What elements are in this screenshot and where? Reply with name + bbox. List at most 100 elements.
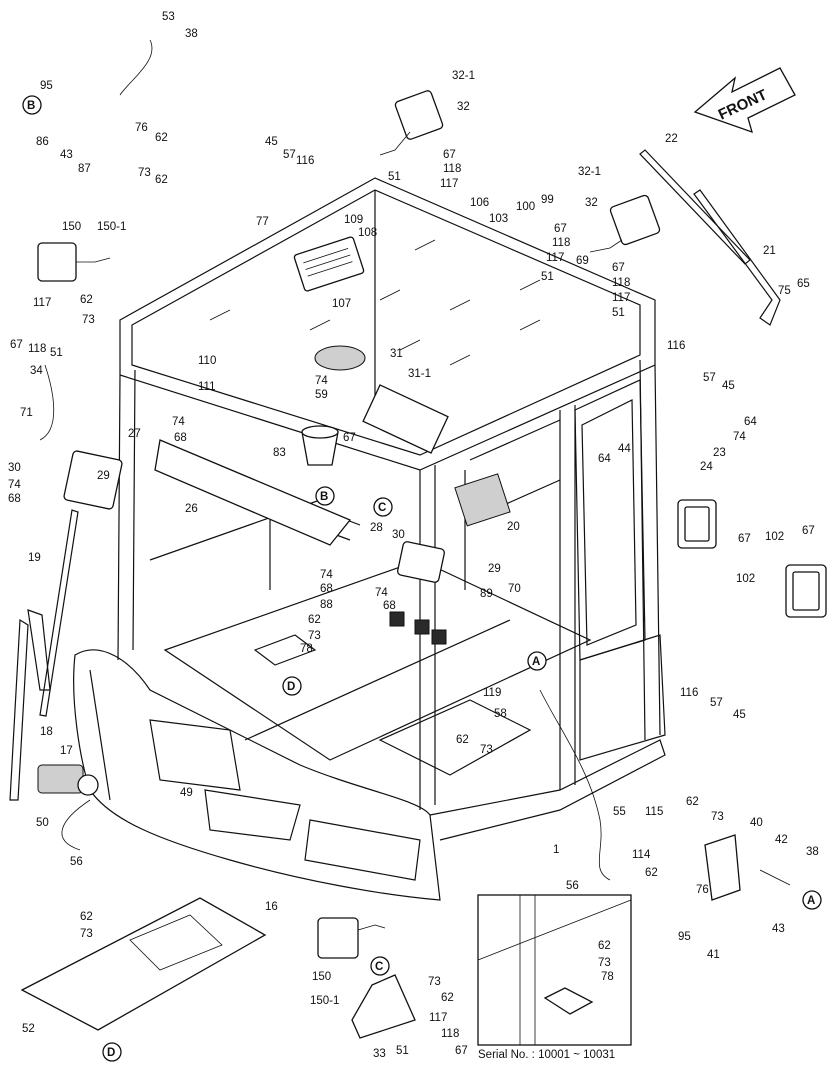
floor-mat-52 bbox=[20, 897, 267, 1031]
part-label: 57 bbox=[283, 149, 296, 161]
part-label: 62 bbox=[80, 911, 93, 923]
part-label: 1 bbox=[553, 844, 559, 856]
part-label: 30 bbox=[392, 529, 405, 541]
part-label: 28 bbox=[370, 522, 383, 534]
part-label: 31-1 bbox=[408, 368, 431, 380]
part-label: 50 bbox=[36, 817, 49, 829]
fan-20 bbox=[454, 473, 511, 527]
part-label: 73 bbox=[598, 957, 611, 969]
part-label: 110 bbox=[198, 355, 216, 367]
callout-circles: B B C C D D A A bbox=[22, 95, 822, 1062]
part-label: 51 bbox=[541, 271, 554, 283]
cup-holder-83 bbox=[301, 425, 339, 466]
part-label: 67 bbox=[554, 223, 567, 235]
part-label: 16 bbox=[265, 901, 278, 913]
part-label: 102 bbox=[765, 531, 784, 543]
callout-b-top: B bbox=[27, 100, 35, 112]
work-lamp-150-left bbox=[37, 242, 111, 282]
part-label: 106 bbox=[470, 197, 489, 209]
part-label: 95 bbox=[678, 931, 691, 943]
part-label: 57 bbox=[703, 372, 716, 384]
wiper-22-21 bbox=[639, 149, 781, 326]
part-label: 73 bbox=[480, 744, 493, 756]
part-label: 117 bbox=[429, 1012, 447, 1024]
part-label: 21 bbox=[763, 245, 776, 257]
part-label: 62 bbox=[441, 992, 454, 1004]
part-label: 62 bbox=[456, 734, 469, 746]
work-lamp-32-right bbox=[589, 194, 661, 253]
part-label: 20 bbox=[507, 521, 520, 533]
part-label: 89 bbox=[480, 588, 493, 600]
part-label: 78 bbox=[300, 643, 313, 655]
part-label: 26 bbox=[185, 503, 198, 515]
part-label: 74 bbox=[315, 375, 328, 387]
callout-d-bottom: D bbox=[107, 1047, 115, 1059]
part-label: 115 bbox=[645, 806, 663, 818]
part-label: 150 bbox=[62, 221, 81, 233]
part-label: 73 bbox=[711, 811, 724, 823]
cab-frame bbox=[73, 177, 666, 901]
part-label: 19 bbox=[28, 552, 41, 564]
bracket-40 bbox=[704, 834, 741, 901]
part-label: 58 bbox=[494, 708, 507, 720]
part-label: 118 bbox=[443, 163, 461, 175]
part-label: 51 bbox=[388, 171, 401, 183]
part-label: 44 bbox=[618, 443, 631, 455]
part-label: 42 bbox=[775, 834, 788, 846]
part-label: 118 bbox=[612, 277, 630, 289]
part-label: 67 bbox=[802, 525, 815, 537]
part-label: 67 bbox=[612, 262, 625, 274]
part-label: 29 bbox=[97, 470, 110, 482]
part-label: 64 bbox=[744, 416, 757, 428]
part-label: 64 bbox=[598, 453, 611, 465]
callout-a: A bbox=[532, 656, 540, 668]
part-label: 150 bbox=[312, 971, 331, 983]
part-label: 71 bbox=[20, 407, 33, 419]
part-label: 74 bbox=[172, 416, 185, 428]
part-label: 119 bbox=[483, 687, 501, 699]
part-label: 117 bbox=[612, 292, 630, 304]
part-label: 117 bbox=[33, 297, 51, 309]
part-label: 40 bbox=[750, 817, 763, 829]
part-label: 116 bbox=[296, 155, 314, 167]
part-label: 67 bbox=[343, 432, 356, 444]
part-label: 73 bbox=[308, 630, 321, 642]
part-label: 95 bbox=[40, 80, 53, 92]
part-label: 111 bbox=[198, 381, 215, 393]
part-label: 52 bbox=[22, 1023, 35, 1035]
part-label: 56 bbox=[566, 880, 579, 892]
radio-107 bbox=[293, 236, 365, 292]
part-label: 27 bbox=[128, 428, 141, 440]
callout-a-right: A bbox=[807, 895, 815, 907]
part-label: 38 bbox=[185, 28, 198, 40]
part-label: 51 bbox=[50, 347, 63, 359]
part-label: 32 bbox=[585, 197, 598, 209]
part-label: 45 bbox=[265, 136, 278, 148]
part-label: 51 bbox=[612, 307, 625, 319]
mirror-29-inner bbox=[397, 541, 445, 583]
mounts-89 bbox=[389, 611, 447, 645]
rubber-frame-102-b bbox=[785, 564, 827, 618]
part-label: 67 bbox=[443, 149, 456, 161]
part-label: 116 bbox=[667, 340, 685, 352]
part-label: 118 bbox=[441, 1028, 459, 1040]
part-label: 102 bbox=[736, 573, 755, 585]
wiper-blade-19 bbox=[39, 509, 79, 717]
callout-b: B bbox=[320, 491, 328, 503]
part-label: 24 bbox=[700, 461, 713, 473]
part-label: 117 bbox=[546, 252, 564, 264]
part-label: 32 bbox=[457, 101, 470, 113]
part-label: 45 bbox=[722, 380, 735, 392]
part-label: 53 bbox=[162, 11, 175, 23]
part-label: 41 bbox=[707, 949, 720, 961]
harness-lines bbox=[39, 39, 791, 886]
part-label: 62 bbox=[598, 940, 611, 952]
front-arrow-icon: FRONT bbox=[693, 67, 796, 134]
part-label: 17 bbox=[60, 745, 73, 757]
part-label: 76 bbox=[135, 122, 148, 134]
part-label: 31 bbox=[390, 348, 403, 360]
part-label: 107 bbox=[332, 298, 351, 310]
sunvisor-26 bbox=[154, 439, 352, 546]
